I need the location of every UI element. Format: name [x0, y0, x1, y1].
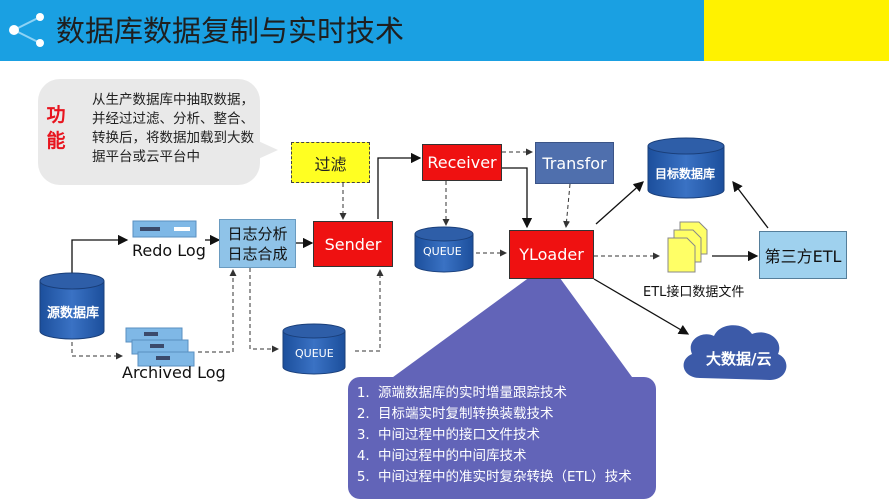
source-db-label: 源数据库 [47, 306, 100, 321]
list-item: 中间过程中的接口文件技术 [374, 425, 648, 446]
technique-list: 源端数据库的实时增量跟踪技术 目标端实时复制转换装载技术 中间过程中的接口文件技… [348, 377, 656, 499]
yloader-box: YLoader [509, 230, 594, 279]
target-db-label: 目标数据库 [655, 167, 716, 181]
queue-bottom-cylinder [282, 323, 346, 375]
redo-log-icon [132, 220, 197, 238]
list-item: 中间过程中的中间库技术 [374, 446, 648, 467]
log-process-box: 日志分析 日志合成 [219, 219, 296, 268]
cloud-shape [683, 325, 787, 380]
queue-mid-cylinder [414, 226, 474, 273]
page-title: 数据库数据复制与实时技术 [56, 14, 405, 48]
log-merge-label: 日志合成 [227, 244, 288, 263]
target-db-cylinder [647, 137, 725, 199]
filter-box: 过滤 [291, 142, 370, 183]
archived-log-icon [125, 327, 195, 367]
callout-label: 功能 [46, 104, 66, 152]
queue-bottom-label: QUEUE [295, 347, 334, 360]
cloud-label: 大数据/云 [706, 350, 772, 368]
queue-mid-label: QUEUE [423, 245, 462, 258]
list-item: 中间过程中的准实时复杂转换（ETL）技术 [374, 467, 648, 488]
callout-tail [256, 140, 278, 160]
third-party-etl-box: 第三方ETL [759, 231, 847, 279]
callout-text: 从生产数据库中抽取数据，并经过过滤、分析、整合、转换后，将数据加载到大数据平台或… [92, 92, 254, 165]
etl-files-label: ETL接口数据文件 [643, 285, 745, 300]
log-analysis-label: 日志分析 [227, 224, 288, 243]
redo-log-label: Redo Log [132, 241, 206, 260]
header-accent [704, 0, 889, 61]
network-icon [9, 13, 44, 47]
list-item: 目标端实时复制转换装载技术 [374, 404, 648, 425]
sender-box: Sender [313, 221, 393, 267]
highlight-beam [348, 263, 656, 410]
transfor-box: Transfor [535, 142, 614, 184]
receiver-box: Receiver [422, 144, 502, 181]
etl-file-icon [667, 221, 708, 273]
source-db-cylinder [39, 272, 105, 340]
list-item: 源端数据库的实时增量跟踪技术 [374, 383, 648, 404]
archived-log-label: Archived Log [122, 363, 226, 382]
callout-bubble [38, 79, 260, 185]
